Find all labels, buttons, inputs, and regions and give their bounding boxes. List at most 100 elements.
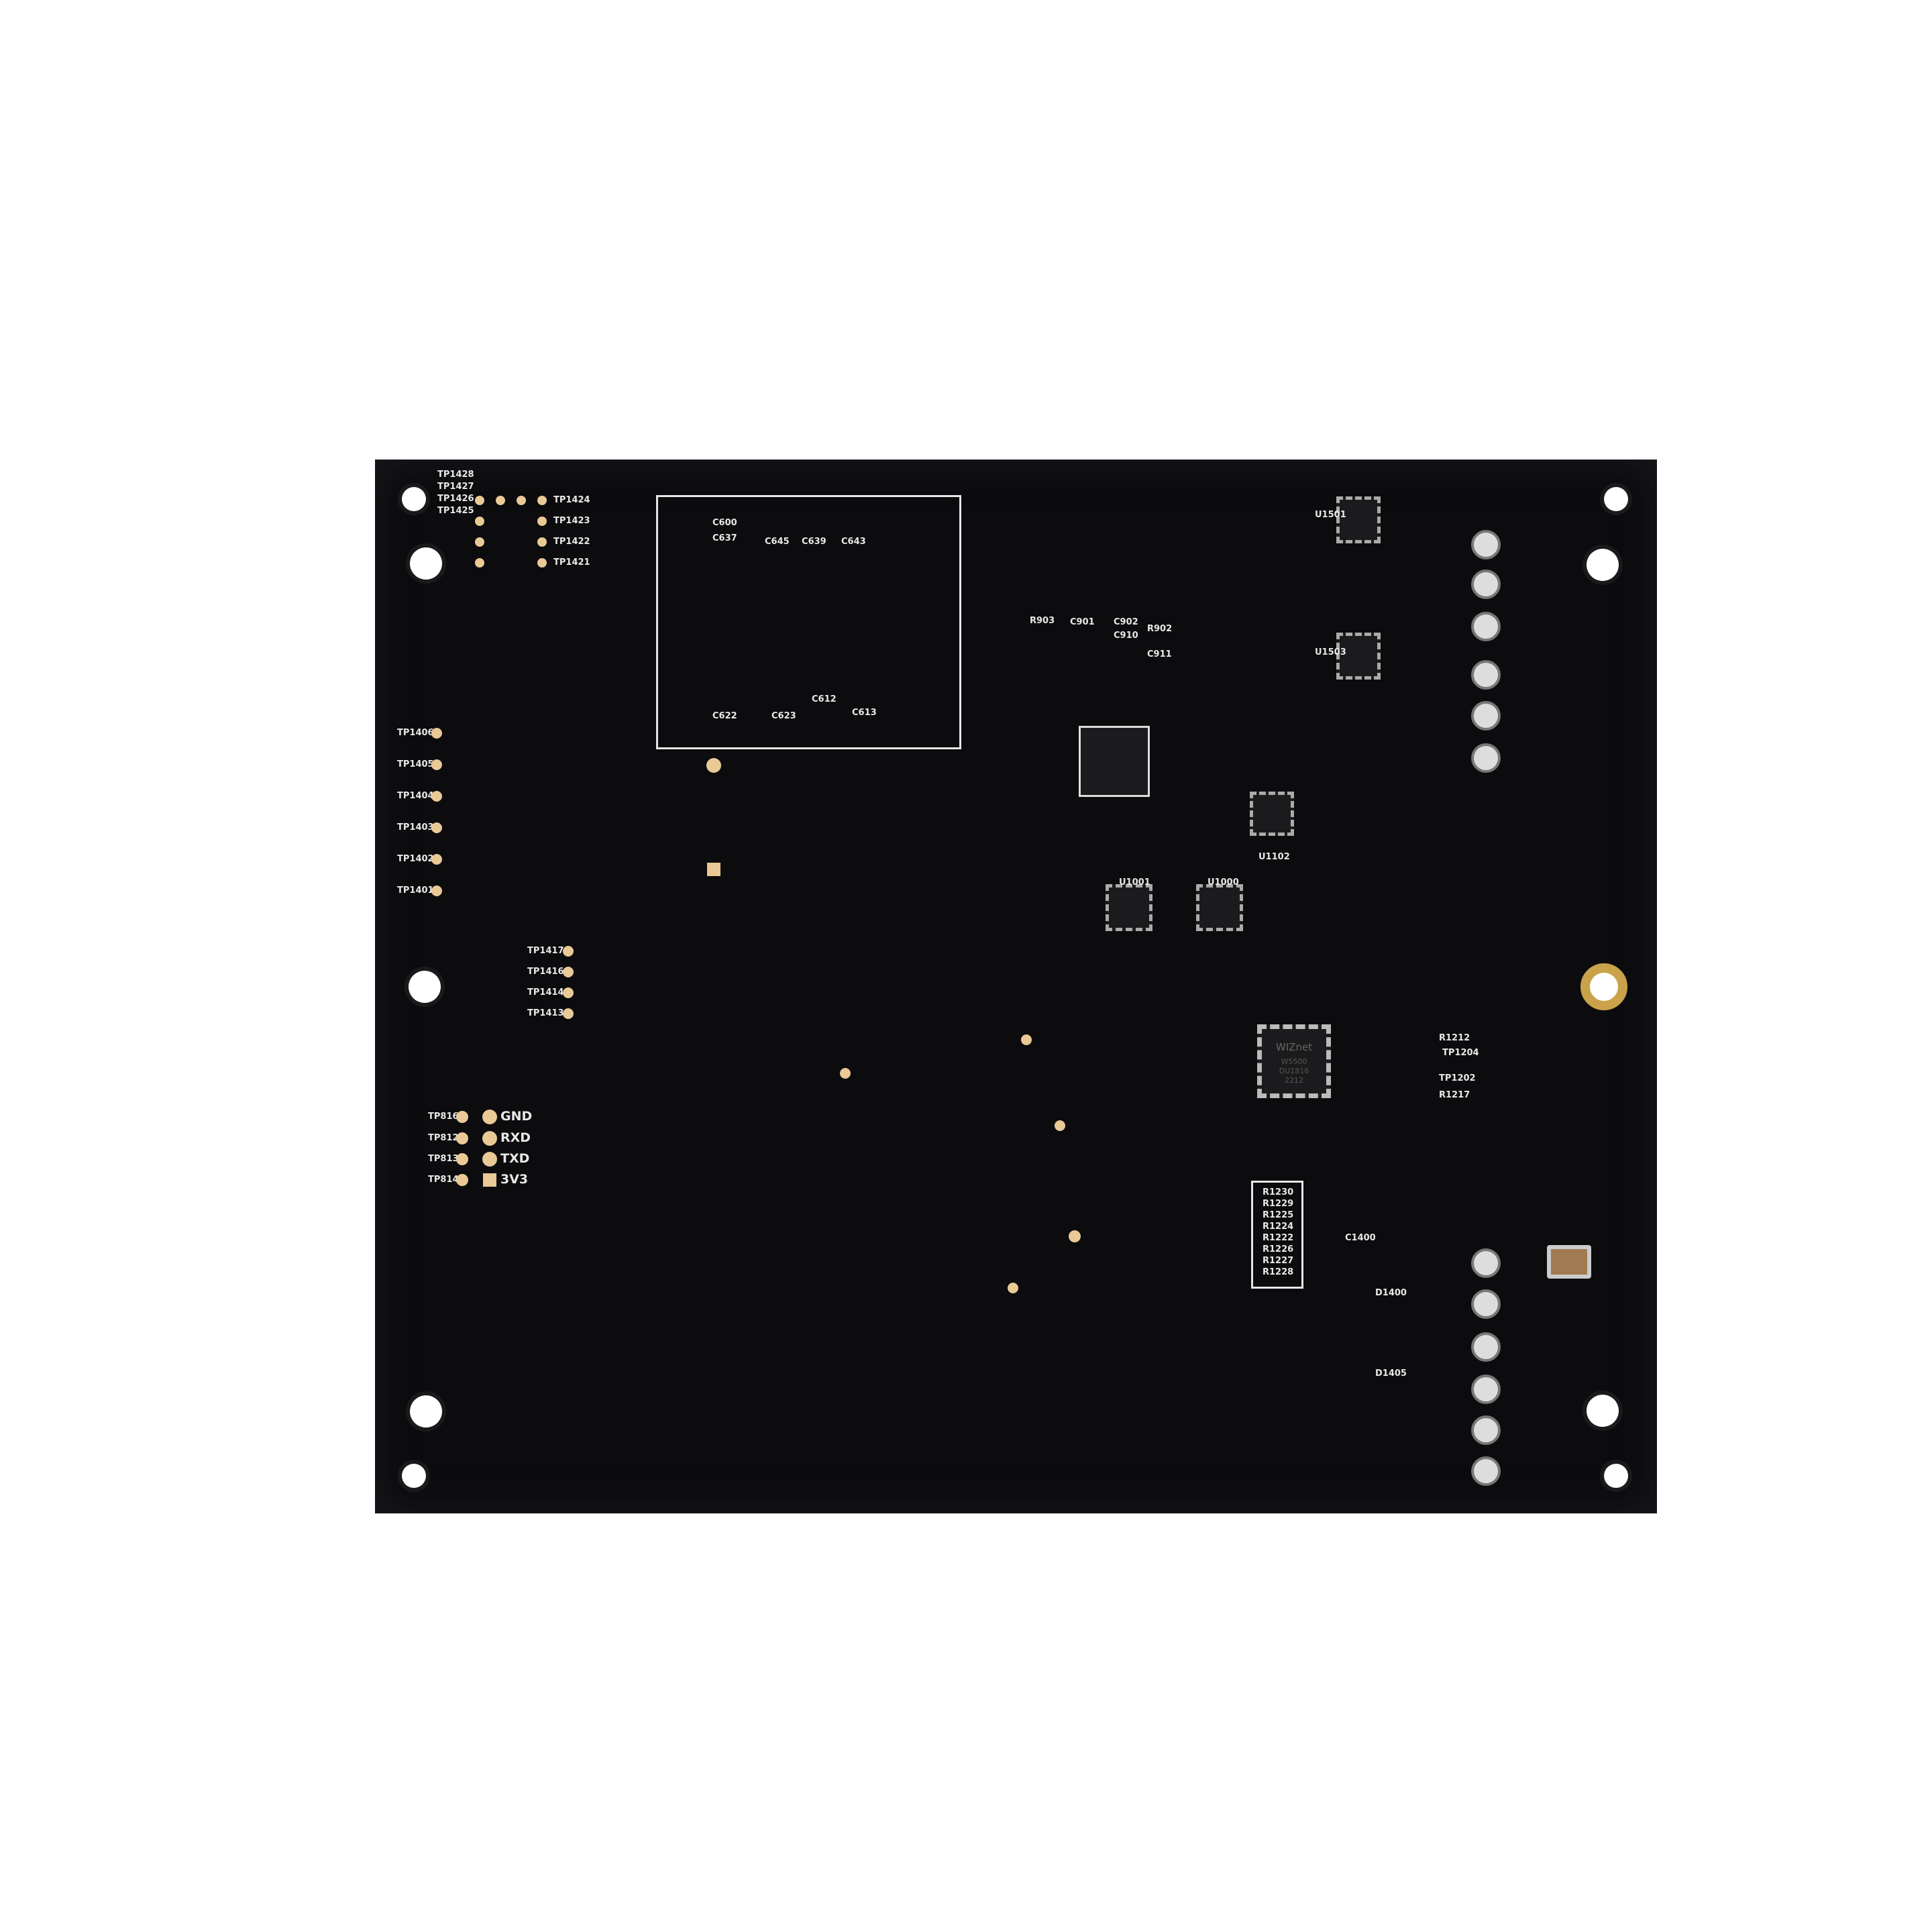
connector-pin xyxy=(1471,1456,1501,1486)
wiznet-w5500-chip: WIZnet W5500 DU1816 2212 xyxy=(1257,1024,1331,1098)
silk-label: C600 xyxy=(712,518,737,528)
test-pad xyxy=(563,967,574,977)
test-pad xyxy=(431,791,442,802)
testpoint-label: TP1421 xyxy=(553,557,590,568)
resistor-label: R1226 xyxy=(1263,1244,1294,1254)
silk-label: C910 xyxy=(1114,631,1138,641)
testpoint-label: TP1402 xyxy=(397,854,434,864)
testpoint-label: TP1414 xyxy=(527,987,564,998)
soic-chip-u1501 xyxy=(1336,496,1381,543)
chip-label: U1001 xyxy=(1119,877,1150,888)
chip-part: W5500 xyxy=(1281,1057,1307,1066)
test-pad xyxy=(1021,1034,1032,1045)
testpoint-label: TP1417 xyxy=(527,946,564,956)
electrolytic-capacitor xyxy=(1547,1245,1591,1279)
testpoint-label: TP816 xyxy=(428,1112,459,1122)
soic-chip-u1503 xyxy=(1336,633,1381,680)
silk-label: C645 xyxy=(765,537,790,547)
test-pad xyxy=(431,854,442,865)
silk-label: C1400 xyxy=(1345,1233,1376,1243)
connector-pin xyxy=(1471,1289,1501,1319)
testpoint-label: TP813 xyxy=(428,1154,459,1164)
soic-chip-u1102 xyxy=(1250,792,1294,836)
silk-label: C613 xyxy=(852,708,877,718)
test-pad xyxy=(475,517,484,526)
connector-pin xyxy=(1471,1332,1501,1362)
test-pad xyxy=(517,496,526,505)
silk-label: R903 xyxy=(1030,616,1055,626)
test-pad xyxy=(475,537,484,547)
soic-chip-u1000 xyxy=(1196,884,1243,931)
testpoint-label: TP1425 xyxy=(437,506,474,516)
resistor-label: R1227 xyxy=(1263,1256,1294,1266)
testpoint-label: TP1406 xyxy=(397,728,434,738)
resistor-label: R1229 xyxy=(1263,1199,1294,1209)
testpoint-label: TP1416 xyxy=(527,967,564,977)
mounting-hole xyxy=(1587,549,1619,581)
chip-label: U1000 xyxy=(1208,877,1239,888)
test-pad xyxy=(563,987,574,998)
test-pad xyxy=(563,1008,574,1019)
connector-pin xyxy=(1471,570,1501,599)
chip-code: 2212 xyxy=(1285,1076,1303,1085)
mounting-hole xyxy=(1604,487,1628,511)
test-pad xyxy=(431,759,442,770)
resistor-label: R1228 xyxy=(1263,1267,1294,1277)
connector-pin xyxy=(1471,1415,1501,1445)
test-pad xyxy=(840,1068,851,1079)
mounting-hole xyxy=(410,547,442,580)
resistor-label: R1224 xyxy=(1263,1222,1294,1232)
mounting-hole xyxy=(1604,1464,1628,1488)
testpoint-label: TP1423 xyxy=(553,516,590,526)
resistor-block-outline xyxy=(1251,1181,1303,1289)
test-pad xyxy=(1069,1230,1081,1242)
silk-label: TP1204 xyxy=(1442,1048,1479,1058)
test-pad xyxy=(431,822,442,833)
testpoint-label: TP812 xyxy=(428,1133,459,1143)
test-pad xyxy=(537,496,547,505)
plated-mounting-hole xyxy=(1580,963,1627,1010)
bga-chip xyxy=(1079,726,1150,797)
silk-label: R1212 xyxy=(1439,1033,1470,1043)
testpoint-label: TP1426 xyxy=(437,494,474,504)
test-pad xyxy=(456,1132,468,1144)
silk-label: C637 xyxy=(712,533,737,543)
test-pad xyxy=(706,758,721,773)
uart-label-3v3: 3V3 xyxy=(500,1172,529,1187)
test-pad xyxy=(496,496,505,505)
silk-label: C612 xyxy=(812,694,837,704)
test-pad xyxy=(707,863,720,876)
test-pad xyxy=(431,885,442,896)
mounting-hole xyxy=(409,971,441,1003)
connector-pin xyxy=(1471,1375,1501,1404)
silk-label: TP1202 xyxy=(1439,1073,1476,1083)
testpoint-label: TP1422 xyxy=(553,537,590,547)
testpoint-label: TP1401 xyxy=(397,885,434,896)
connector-pin xyxy=(1471,530,1501,559)
soic-chip-u1001 xyxy=(1106,884,1152,931)
mounting-hole xyxy=(1587,1395,1619,1427)
silk-label: C902 xyxy=(1114,617,1138,627)
testpoint-label: TP1424 xyxy=(553,495,590,505)
connector-pin xyxy=(1471,660,1501,690)
test-pad xyxy=(563,946,574,957)
connector-pin xyxy=(1471,612,1501,641)
test-pad xyxy=(456,1111,468,1123)
test-pad xyxy=(475,496,484,505)
chip-brand: WIZnet xyxy=(1275,1041,1313,1053)
test-pad xyxy=(537,537,547,547)
mounting-hole xyxy=(402,1464,426,1488)
silk-label: C643 xyxy=(841,537,866,547)
testpoint-label: TP814 xyxy=(428,1175,459,1185)
uart-label-txd: TXD xyxy=(500,1151,530,1166)
silk-label: R902 xyxy=(1147,624,1173,634)
shield-outline xyxy=(656,495,961,749)
test-pad xyxy=(456,1174,468,1186)
resistor-label: R1225 xyxy=(1263,1210,1294,1220)
testpoint-label: TP1413 xyxy=(527,1008,564,1018)
silk-label: C622 xyxy=(712,711,737,721)
uart-rxd-pad xyxy=(482,1131,497,1146)
chip-label: U1102 xyxy=(1258,852,1290,862)
uart-label-rxd: RXD xyxy=(500,1130,531,1145)
test-pad xyxy=(537,517,547,526)
